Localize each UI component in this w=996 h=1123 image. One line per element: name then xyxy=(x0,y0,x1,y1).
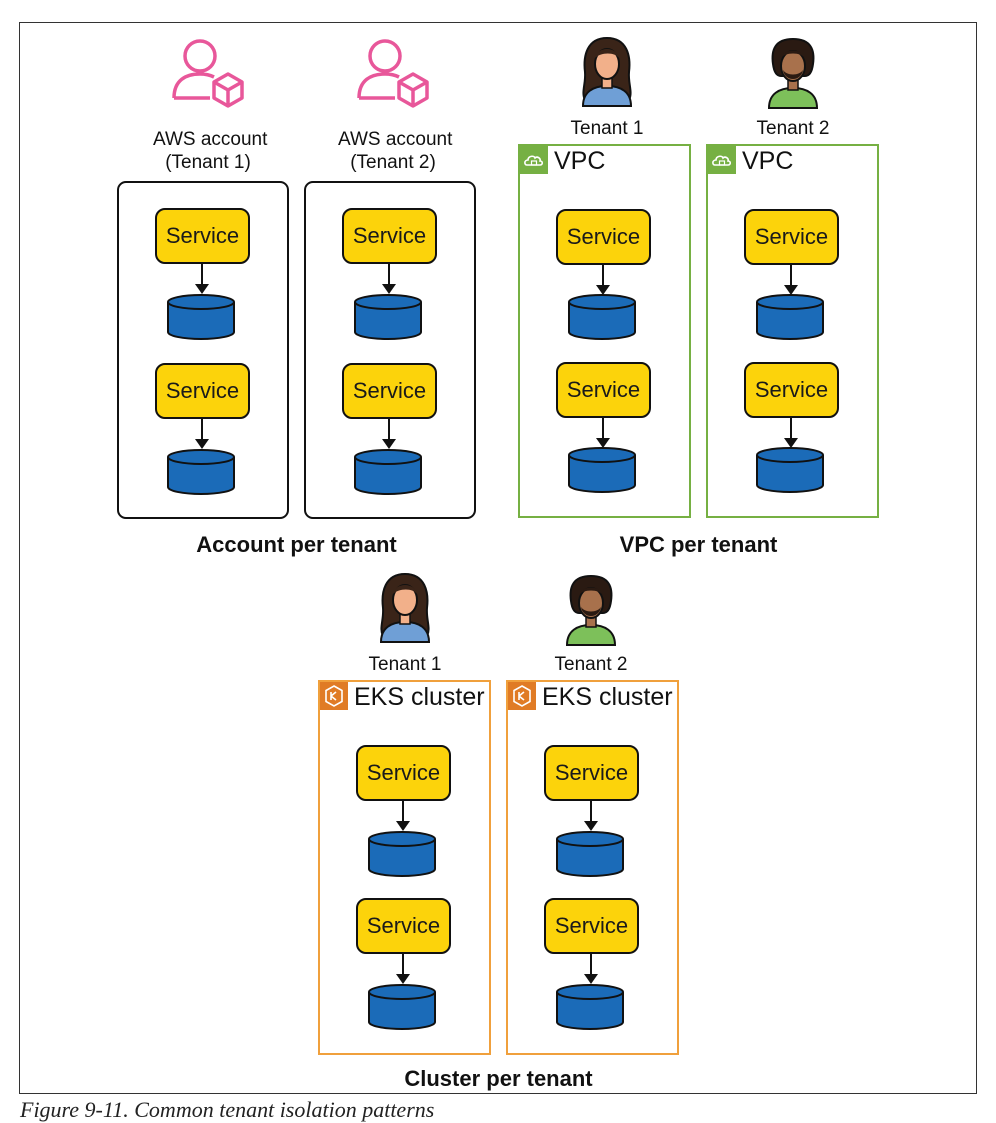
database-icon xyxy=(167,449,235,495)
arrow xyxy=(784,418,798,448)
service-box: Service xyxy=(356,745,451,801)
arrow xyxy=(396,801,410,831)
figure-caption: Figure 9-11. Common tenant isolation pat… xyxy=(20,1097,435,1122)
tenant-female-icon xyxy=(575,34,639,108)
tenant-female-icon xyxy=(373,570,437,644)
tenant-male-icon xyxy=(559,573,623,647)
account-tenant-1-label: AWS account (Tenant 1) xyxy=(153,129,268,173)
arrow xyxy=(382,264,396,294)
database-icon xyxy=(354,449,422,495)
eks-cluster-box-tenant-1: EKS cluster Service Service xyxy=(318,680,491,1055)
cluster-tenant-1-label: Tenant 1 xyxy=(368,654,442,675)
vpc-icon xyxy=(708,146,736,174)
database-icon xyxy=(568,294,636,340)
account-tenant-2-label: AWS account (Tenant 2) xyxy=(338,129,453,173)
database-icon xyxy=(368,831,436,877)
service-box: Service xyxy=(556,362,651,418)
vpc-label: VPC xyxy=(742,147,794,175)
eks-cluster-box-tenant-2: EKS cluster Service Service xyxy=(506,680,679,1055)
database-icon xyxy=(368,984,436,1030)
aws-account-icon xyxy=(355,36,431,108)
database-icon xyxy=(756,447,824,493)
service-box: Service xyxy=(744,362,839,418)
vpc-tenant-1-label: Tenant 1 xyxy=(570,118,644,139)
database-icon xyxy=(556,984,624,1030)
service-box: Service xyxy=(342,208,437,264)
database-icon xyxy=(568,447,636,493)
eks-icon xyxy=(508,682,536,710)
service-box: Service xyxy=(544,745,639,801)
eks-cluster-label: EKS cluster xyxy=(354,683,485,711)
account-per-tenant-caption: Account per tenant xyxy=(196,532,397,557)
arrow xyxy=(584,801,598,831)
vpc-label: VPC xyxy=(554,147,606,175)
diagram-frame xyxy=(19,22,977,1094)
tenant-male-icon xyxy=(761,36,825,110)
vpc-icon xyxy=(520,146,548,174)
arrow xyxy=(195,264,209,294)
service-box: Service xyxy=(155,363,250,419)
service-box: Service xyxy=(155,208,250,264)
vpc-box-tenant-2: VPC Service Service xyxy=(706,144,879,518)
service-box: Service xyxy=(342,363,437,419)
vpc-box-tenant-1: VPC Service Service xyxy=(518,144,691,518)
service-box: Service xyxy=(544,898,639,954)
eks-cluster-label: EKS cluster xyxy=(542,683,673,711)
vpc-per-tenant-caption: VPC per tenant xyxy=(619,532,778,557)
cluster-tenant-2-label: Tenant 2 xyxy=(554,654,628,675)
aws-account-box-tenant-1: Service Service xyxy=(117,181,289,519)
cluster-per-tenant-caption: Cluster per tenant xyxy=(404,1066,593,1091)
database-icon xyxy=(167,294,235,340)
database-icon xyxy=(354,294,422,340)
arrow xyxy=(584,954,598,984)
aws-account-icon xyxy=(170,36,246,108)
aws-account-box-tenant-2: Service Service xyxy=(304,181,476,519)
service-box: Service xyxy=(744,209,839,265)
arrow xyxy=(596,418,610,448)
database-icon xyxy=(556,831,624,877)
arrow xyxy=(396,954,410,984)
service-box: Service xyxy=(356,898,451,954)
arrow xyxy=(784,265,798,295)
database-icon xyxy=(756,294,824,340)
service-box: Service xyxy=(556,209,651,265)
vpc-tenant-2-label: Tenant 2 xyxy=(756,118,830,139)
arrow xyxy=(195,419,209,449)
arrow xyxy=(382,419,396,449)
eks-icon xyxy=(320,682,348,710)
arrow xyxy=(596,265,610,295)
